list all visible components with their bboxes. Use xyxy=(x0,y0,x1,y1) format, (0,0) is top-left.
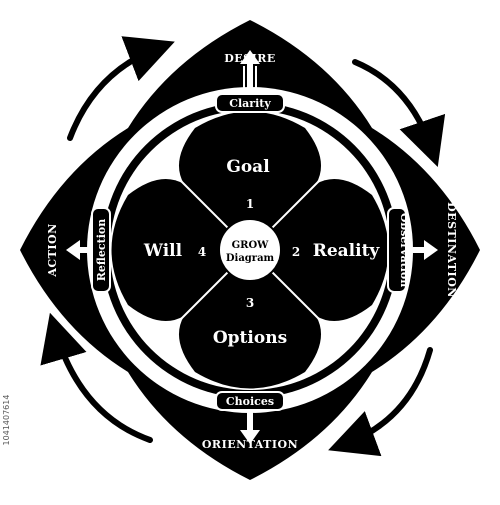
pill-label-clarity: Clarity xyxy=(229,97,271,110)
outer-label-destination: DESTINATION xyxy=(445,202,458,298)
pill-choices: Choices xyxy=(215,391,285,411)
outer-label-action: ACTION xyxy=(46,223,59,277)
axis-arrows xyxy=(66,50,438,444)
pill-reflection: Reflection xyxy=(91,207,111,293)
petal-number-will: 4 xyxy=(198,245,206,259)
pill-clarity: Clarity xyxy=(215,93,285,113)
pill-observation: Observation xyxy=(387,207,411,293)
petal-will xyxy=(111,178,250,322)
pill-label-observation: Observation xyxy=(398,213,411,287)
cycle-arrow-top-right xyxy=(352,59,446,168)
cycle-arrows xyxy=(40,36,446,457)
petal-goal xyxy=(178,111,322,250)
petal-number-options: 3 xyxy=(246,296,254,310)
outer-label-orientation: ORIENTATION xyxy=(202,438,298,451)
pill-label-choices: Choices xyxy=(226,395,274,408)
cycle-arrow-top-left xyxy=(67,36,175,141)
petal-label-options: Options xyxy=(213,328,287,348)
watermark-id: 1041407614 xyxy=(2,395,11,446)
petal-number-reality: 2 xyxy=(292,245,300,259)
center-label-line1: GROW xyxy=(232,240,270,251)
petal-options xyxy=(178,250,322,389)
center-label-line2: Diagram xyxy=(226,253,275,264)
petal-number-goal: 1 xyxy=(246,197,254,211)
cycle-arrow-bottom-left xyxy=(40,312,153,443)
petal-label-goal: Goal xyxy=(226,157,270,177)
petal-label-will: Will xyxy=(143,241,183,261)
outer-label-desire: DESIRE xyxy=(224,52,276,65)
cycle-arrow-bottom-right xyxy=(328,347,433,457)
petal-reality xyxy=(250,178,389,322)
center-circle xyxy=(218,218,282,282)
petal-label-reality: Reality xyxy=(313,241,381,261)
pill-label-reflection: Reflection xyxy=(95,219,108,281)
